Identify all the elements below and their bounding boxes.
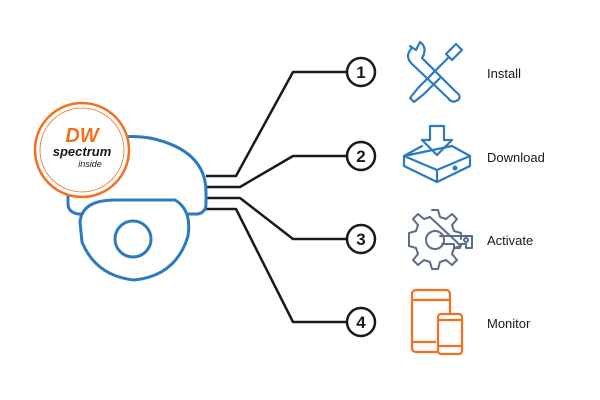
- step-label-install: Install: [487, 66, 521, 81]
- svg-text:2: 2: [356, 147, 365, 166]
- step-label-download: Download: [487, 150, 545, 165]
- step-label-activate: Activate: [487, 233, 534, 248]
- spectrum-badge: DW spectrum inside: [33, 101, 131, 199]
- badge-brand-top: DW: [65, 125, 100, 147]
- dome-camera: [66, 135, 208, 282]
- connector-line-4: [206, 207, 346, 324]
- badge-brand-sub: inside: [78, 159, 102, 169]
- connector-line-3: [206, 196, 346, 241]
- gear-key-icon: [408, 209, 473, 270]
- wrench-screwdriver-icon: [406, 40, 464, 104]
- step-3-number: 3: [345, 223, 377, 255]
- step-2-number: 2: [345, 140, 377, 172]
- step-1-number: 1: [345, 56, 377, 88]
- download-box-icon: [402, 124, 472, 184]
- connector-lines: [206, 70, 346, 324]
- svg-text:1: 1: [356, 63, 365, 82]
- svg-text:4: 4: [356, 313, 366, 332]
- tablet-phone-icon: [410, 288, 464, 356]
- badge-brand-name: spectrum: [53, 144, 112, 159]
- connector-line-1: [206, 70, 346, 178]
- camera-lens: [113, 219, 153, 259]
- svg-text:3: 3: [356, 230, 365, 249]
- step-number-circles: 1 2 3 4: [345, 56, 377, 338]
- step-4-number: 4: [345, 306, 377, 338]
- connector-line-2: [206, 154, 346, 189]
- badge-circle: [33, 101, 131, 199]
- step-label-monitor: Monitor: [487, 316, 531, 331]
